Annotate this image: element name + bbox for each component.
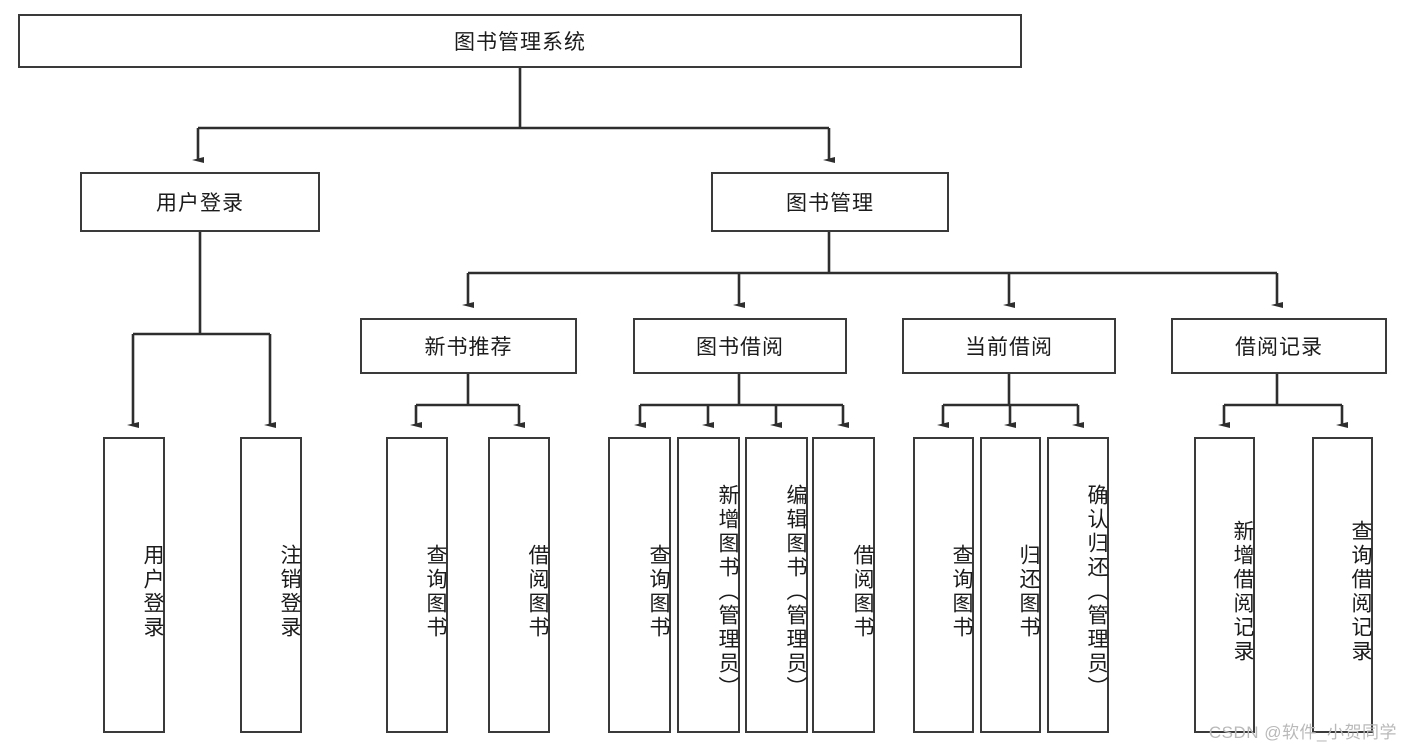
leaf-borrowrecord-query-record[interactable]: 查询借阅记录 bbox=[1312, 437, 1373, 733]
watermark-text: CSDN @软件_小贺同学 bbox=[1208, 723, 1397, 742]
node-book-management[interactable]: 图书管理 bbox=[711, 172, 949, 232]
node-label: 归还图书 bbox=[1017, 544, 1040, 640]
node-label: 确认归还（管理员） bbox=[1085, 484, 1108, 700]
leaf-bookborrow-query-book[interactable]: 查询图书 bbox=[608, 437, 671, 733]
node-current-borrow[interactable]: 当前借阅 bbox=[902, 318, 1116, 374]
node-root-book-management-system[interactable]: 图书管理系统 bbox=[18, 14, 1022, 68]
node-label: 注销登录 bbox=[278, 544, 301, 640]
leaf-user-login[interactable]: 用户登录 bbox=[103, 437, 165, 733]
node-label: 图书管理 bbox=[786, 192, 874, 215]
node-label: 新书推荐 bbox=[424, 336, 513, 359]
node-label: 查询借阅记录 bbox=[1349, 520, 1372, 664]
leaf-currentborrow-return-book[interactable]: 归还图书 bbox=[980, 437, 1041, 733]
node-label: 借阅记录 bbox=[1235, 336, 1323, 359]
leaf-currentborrow-confirm-return-admin[interactable]: 确认归还（管理员） bbox=[1047, 437, 1109, 733]
leaf-bookborrow-edit-book-admin[interactable]: 编辑图书（管理员） bbox=[745, 437, 808, 733]
leaf-currentborrow-query-book[interactable]: 查询图书 bbox=[913, 437, 974, 733]
leaf-newbook-query-book[interactable]: 查询图书 bbox=[386, 437, 448, 733]
leaf-bookborrow-borrow-book[interactable]: 借阅图书 bbox=[812, 437, 875, 733]
node-label: 查询图书 bbox=[424, 544, 447, 640]
leaf-newbook-borrow-book[interactable]: 借阅图书 bbox=[488, 437, 550, 733]
node-label: 用户登录 bbox=[141, 544, 164, 640]
node-label: 当前借阅 bbox=[965, 336, 1053, 359]
node-new-book-recommend[interactable]: 新书推荐 bbox=[360, 318, 577, 374]
node-label: 查询图书 bbox=[647, 544, 670, 640]
node-label: 借阅图书 bbox=[526, 544, 549, 640]
node-label: 新增图书（管理员） bbox=[716, 484, 739, 700]
node-book-borrow[interactable]: 图书借阅 bbox=[633, 318, 847, 374]
node-user-login[interactable]: 用户登录 bbox=[80, 172, 320, 232]
node-label: 新增借阅记录 bbox=[1231, 520, 1254, 664]
leaf-logout[interactable]: 注销登录 bbox=[240, 437, 302, 733]
node-label: 查询图书 bbox=[950, 544, 973, 640]
node-label: 图书借阅 bbox=[696, 336, 784, 359]
node-label: 借阅图书 bbox=[851, 544, 874, 640]
leaf-bookborrow-add-book-admin[interactable]: 新增图书（管理员） bbox=[677, 437, 740, 733]
node-borrow-record[interactable]: 借阅记录 bbox=[1171, 318, 1387, 374]
node-label: 图书管理系统 bbox=[454, 31, 586, 54]
node-label: 用户登录 bbox=[156, 192, 244, 215]
node-label: 编辑图书（管理员） bbox=[784, 484, 807, 700]
leaf-borrowrecord-add-record[interactable]: 新增借阅记录 bbox=[1194, 437, 1255, 733]
